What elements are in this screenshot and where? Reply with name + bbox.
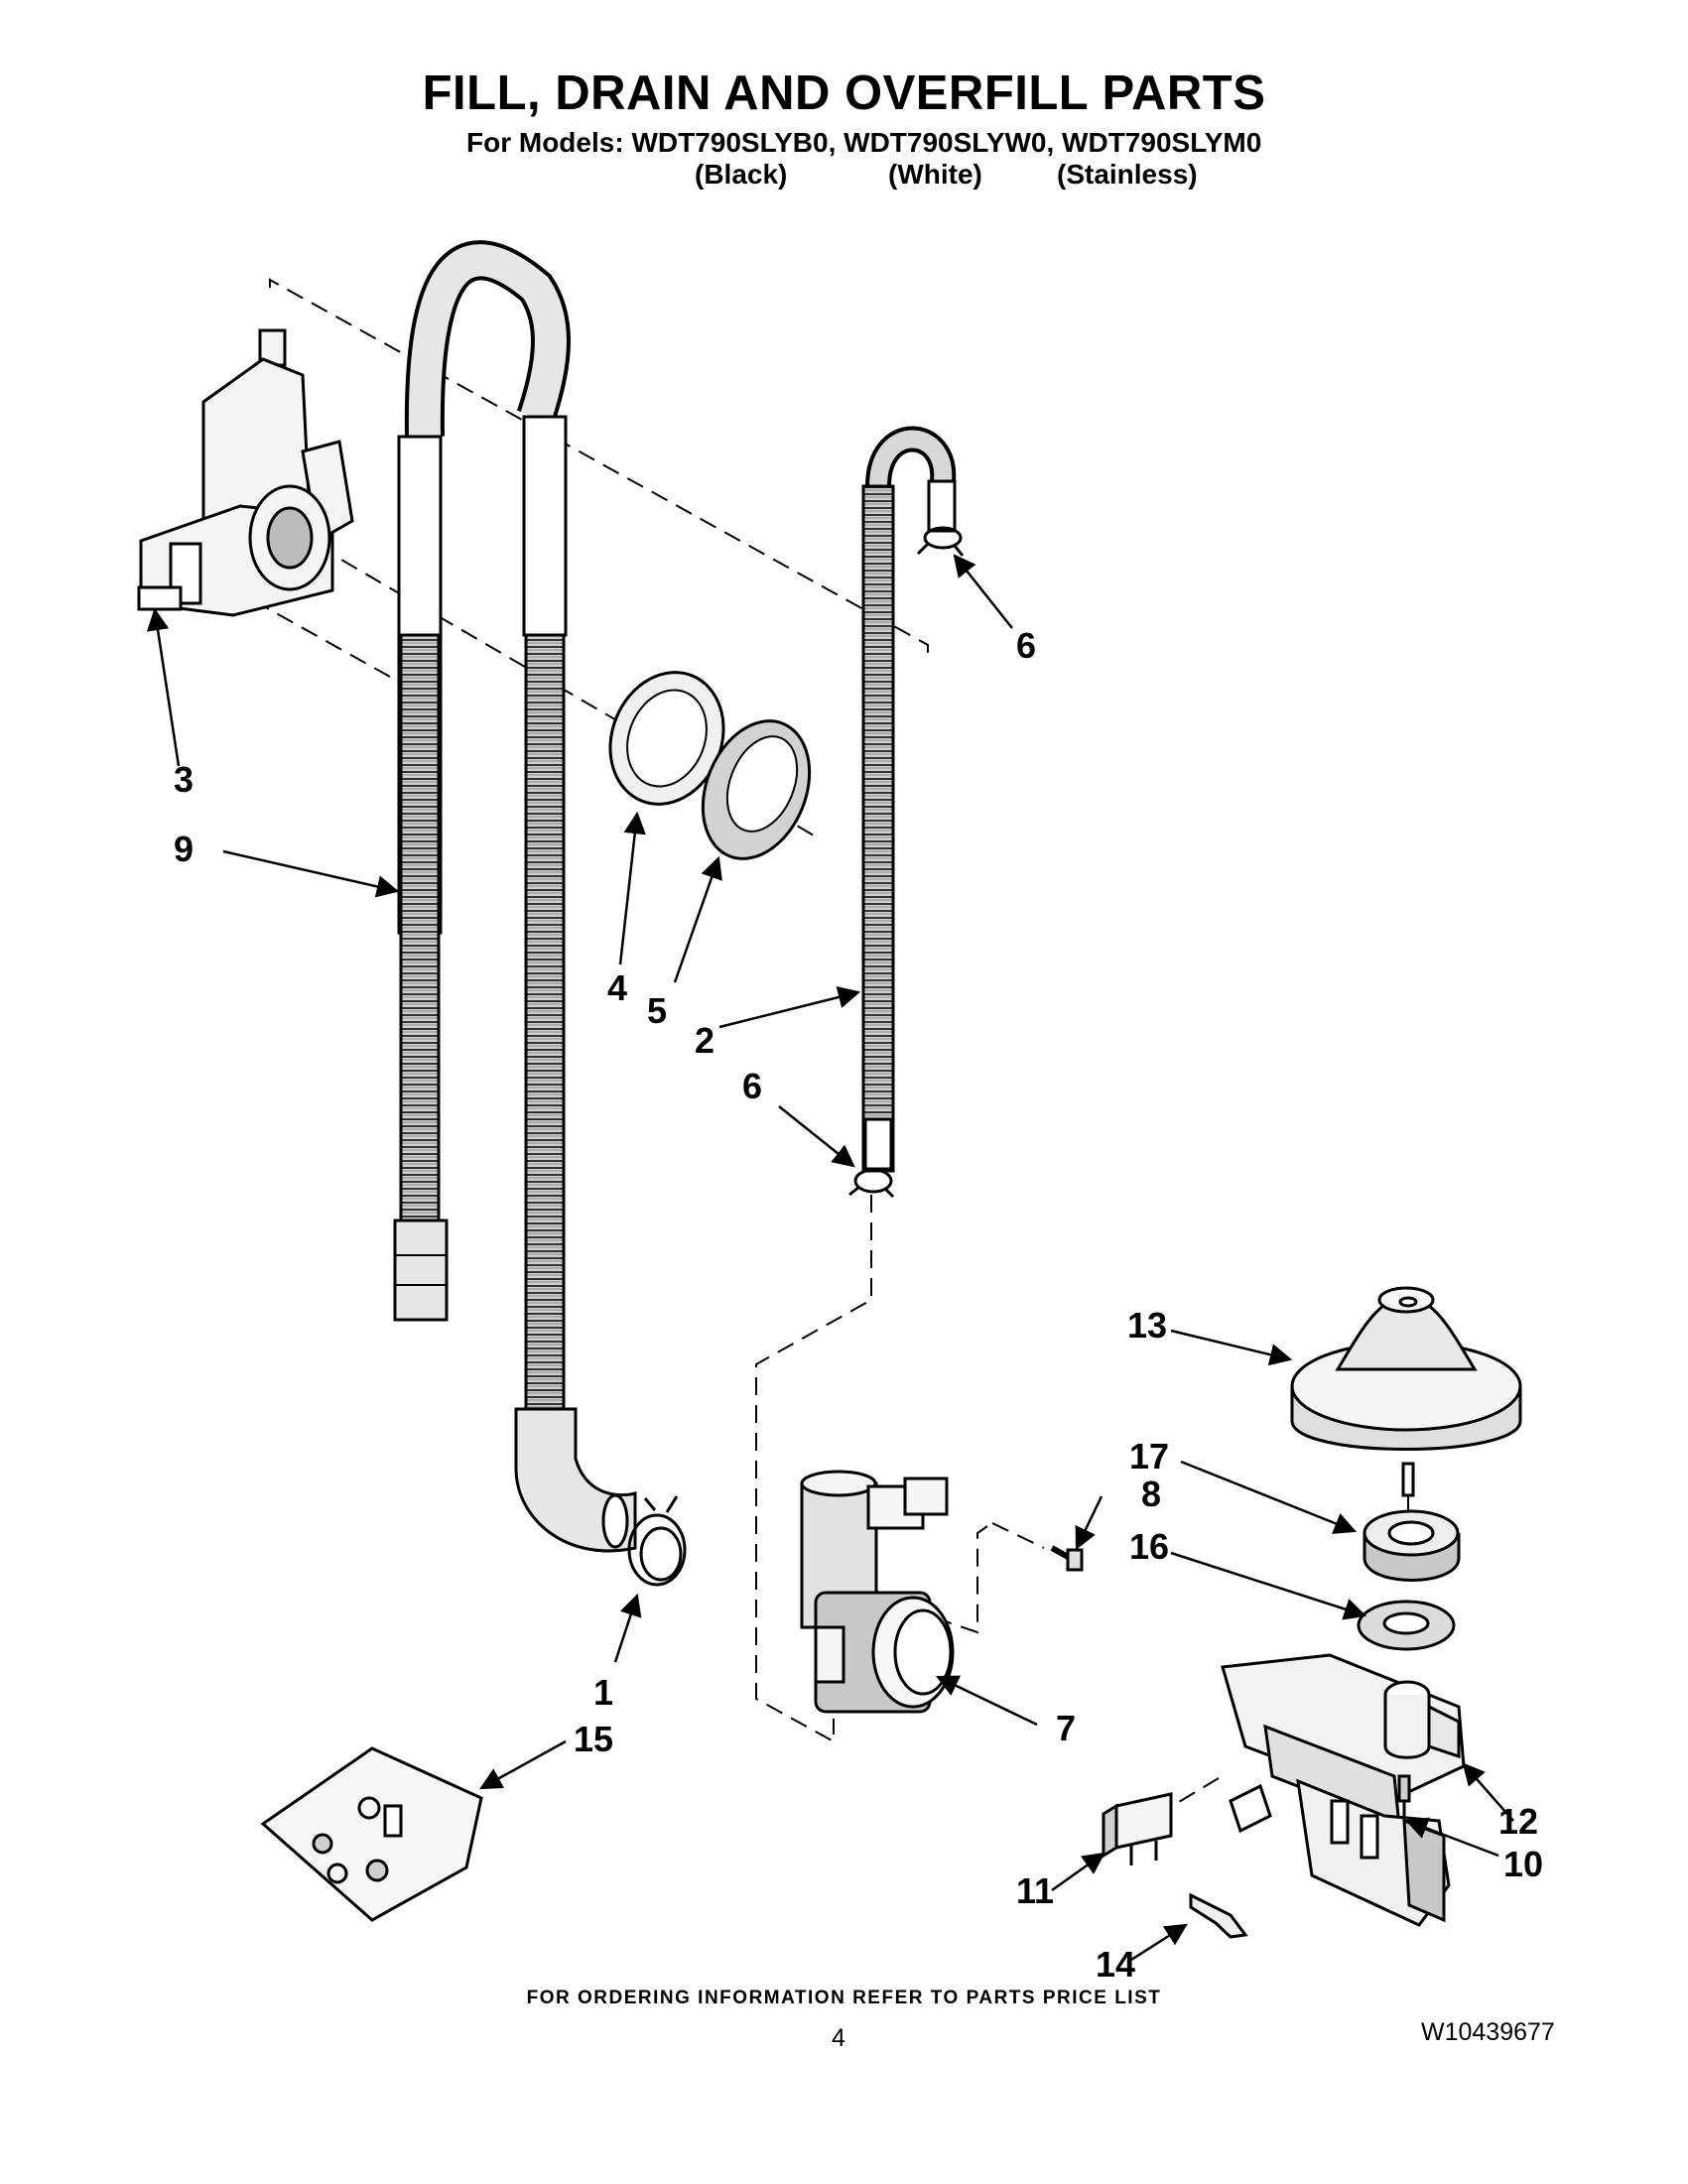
variant-white: (White): [888, 159, 982, 190]
models-line: For Models: WDT790SLYB0, WDT790SLYW0, WD…: [466, 127, 1262, 158]
callout-1: 1: [593, 1672, 614, 1713]
nut-part: [701, 719, 812, 860]
float-switch-bracket-part: [1221, 1653, 1466, 1927]
clamp-part: [848, 1168, 895, 1199]
callout-6-lower: 6: [742, 1066, 763, 1106]
callout-15: 15: [574, 1719, 614, 1759]
callout-11: 11: [1016, 1870, 1055, 1911]
water-valve-part: [800, 1470, 955, 1714]
document-number: W10439677: [1421, 2018, 1555, 2046]
variant-stainless: (Stainless): [1057, 159, 1198, 190]
callout-10: 10: [1503, 1844, 1544, 1884]
gasket-part: [608, 671, 725, 806]
float-nut-part: [1363, 1509, 1461, 1582]
callout-9: 9: [174, 829, 195, 869]
drain-hose-part: [393, 240, 637, 1553]
callout-12: 12: [1498, 1801, 1539, 1842]
callout-6-upper: 6: [1016, 625, 1037, 666]
hose-clamp-part: [627, 1495, 687, 1587]
switch-part: [1102, 1792, 1173, 1865]
fill-hose-part: [861, 426, 957, 1173]
parts-bag-part: [260, 1746, 483, 1922]
callout-14: 14: [1096, 1944, 1136, 1985]
callout-13: 13: [1127, 1305, 1168, 1346]
callout-3: 3: [174, 759, 195, 800]
callout-5: 5: [647, 990, 668, 1031]
bracket-assembly-part: [137, 328, 354, 617]
small-screw-part: [1397, 1774, 1411, 1821]
callout-7: 7: [1056, 1708, 1077, 1748]
seal-part: [1357, 1600, 1456, 1651]
callout-2: 2: [695, 1020, 715, 1061]
clip-part: [1189, 1892, 1248, 1939]
variant-black: (Black): [695, 159, 788, 190]
callout-8: 8: [1141, 1474, 1162, 1514]
page-title: FILL, DRAIN AND OVERFILL PARTS: [422, 66, 1266, 120]
callout-17: 17: [1129, 1436, 1170, 1477]
float-part: [1290, 1286, 1522, 1497]
ordering-note: FOR ORDERING INFORMATION REFER TO PARTS …: [526, 1988, 1162, 2008]
callout-arrows: [146, 554, 1514, 1962]
page-number: 4: [832, 2024, 845, 2052]
callout-4: 4: [607, 967, 628, 1008]
screw-part: [1050, 1545, 1084, 1572]
callout-16: 16: [1129, 1526, 1170, 1567]
